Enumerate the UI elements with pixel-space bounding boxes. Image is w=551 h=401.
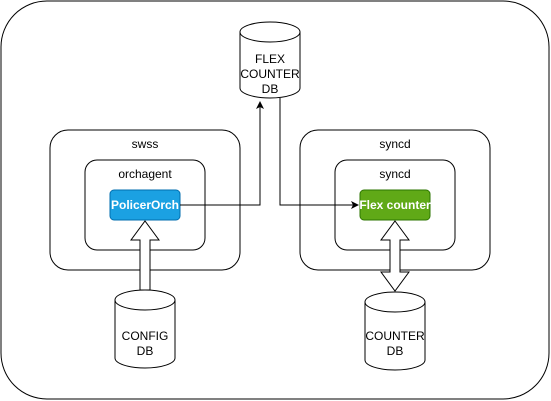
swss-container: swss orchagent PolicerOrch [49,129,241,271]
config-db: CONFIG DB [114,289,176,369]
orchagent-title: orchagent [118,167,172,181]
flex-counter-db: FLEX COUNTER DB [239,21,301,99]
flex-db-line3: DB [262,82,279,96]
block-arrow-flexcounter-counterdb [380,220,410,292]
config-db-line2: DB [137,344,154,358]
flex-db-line1: FLEX [255,52,285,66]
syncd-title: syncd [379,137,410,151]
flex-counter-label: Flex counter [359,198,431,212]
arrow-policer-to-flexdb [180,101,264,206]
config-db-line1: CONFIG [122,329,169,343]
arrow-flexdb-to-flexcounter [279,98,359,209]
counter-db-line1: COUNTER [365,329,425,343]
block-arrow-config-to-policer [130,220,160,291]
policer-orch-label: PolicerOrch [111,198,179,212]
swss-title: swss [132,137,159,151]
counter-db-line2: DB [387,344,404,358]
flex-counter-block [359,189,431,221]
flex-db-line2: COUNTER [240,67,300,81]
syncd-inner-title: syncd [379,167,410,181]
counter-db: COUNTER DB [364,291,426,371]
